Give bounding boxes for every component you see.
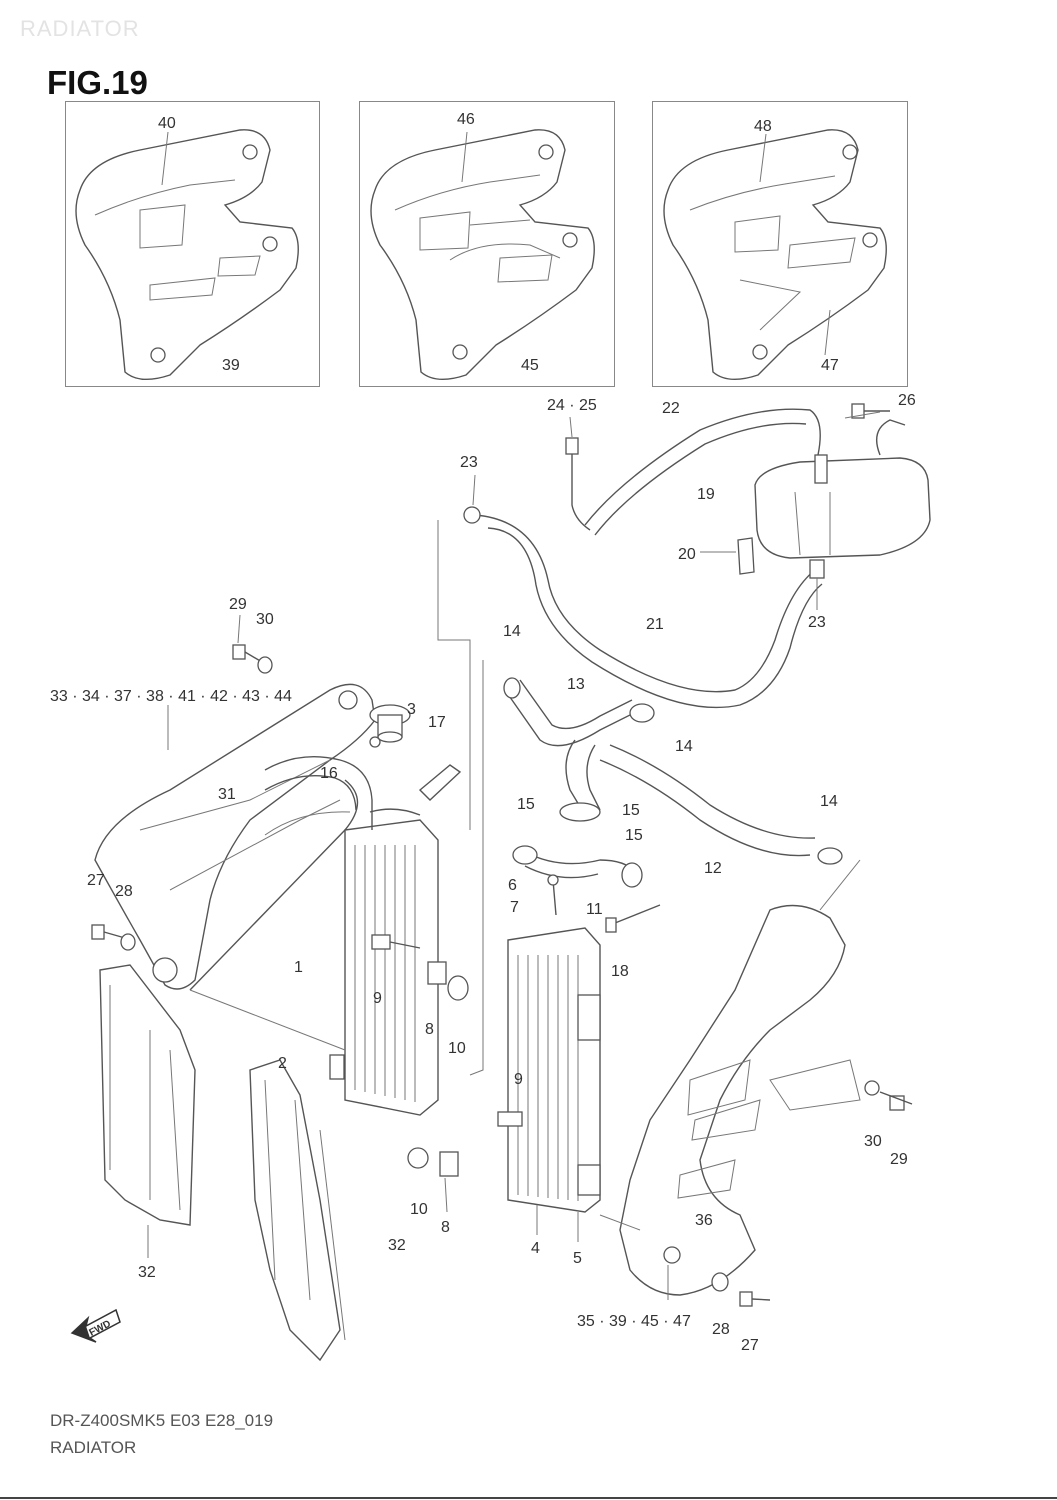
fwd-arrow-icon <box>70 1308 121 1343</box>
hose-15 <box>565 739 586 816</box>
callout-28-left: 28 <box>115 883 133 900</box>
callout-19: 19 <box>697 486 715 503</box>
inset-1-top-label: 40 <box>158 115 176 132</box>
hose-21 <box>474 514 816 693</box>
callout-11: 11 <box>586 901 603 918</box>
mount-bolts-left <box>371 934 469 1001</box>
callout-14-mid: 14 <box>675 738 693 755</box>
callout-1: 1 <box>294 959 303 976</box>
shroud-graphic-1 <box>75 129 299 380</box>
callout-6: 6 <box>508 877 517 894</box>
fitting-24-25 <box>571 440 591 531</box>
shroud-graphic-2 <box>370 129 595 380</box>
callout-15-left: 15 <box>517 796 535 813</box>
callout-7: 7 <box>510 899 519 916</box>
callout-18: 18 <box>611 963 629 980</box>
reservoir-tank <box>754 419 931 559</box>
callout-32-center: 32 <box>388 1237 406 1254</box>
footer-diagram-name: RADIATOR <box>50 1438 137 1457</box>
hose-13 <box>504 689 641 747</box>
callout-28-bottom: 28 <box>712 1321 730 1338</box>
radiator-right-4 <box>497 927 601 1213</box>
callout-36: 36 <box>695 1212 713 1229</box>
hose-22 <box>584 408 821 526</box>
callout-10-upper: 10 <box>448 1040 466 1057</box>
bolt-27-28-bottom <box>711 1272 771 1307</box>
hose-12 <box>599 759 811 857</box>
callout-9-upper: 9 <box>373 990 382 1007</box>
callout-31: 31 <box>218 786 236 803</box>
callout-8-lower: 8 <box>441 1219 450 1236</box>
bolt-26 <box>851 403 890 419</box>
fitting-17 <box>418 764 462 801</box>
callout-32-left: 32 <box>138 1264 156 1281</box>
radiator-cap-3 <box>369 704 411 743</box>
page-watermark: RADIATOR <box>20 16 140 41</box>
callout-27-left: 27 <box>87 872 105 889</box>
radiator-louvre-32 <box>249 1059 346 1362</box>
inset-1-bottom-label: 39 <box>222 357 240 374</box>
fwd-label: FWD <box>88 1318 113 1338</box>
frame-section <box>94 683 376 991</box>
callout-35-39-45-47: 35 · 39 · 45 · 47 <box>577 1313 691 1330</box>
callout-14-right: 14 <box>820 793 838 810</box>
callout-27-bottom: 27 <box>741 1337 759 1354</box>
callout-30-right: 30 <box>864 1133 882 1150</box>
bolt-29-30-right <box>864 1080 913 1111</box>
bolt-29-30-top <box>232 644 273 674</box>
callout-33-44: 33 · 34 · 37 · 38 · 41 · 42 · 43 · 44 <box>50 688 292 705</box>
radiator-guard-32 <box>99 964 196 1226</box>
inset-2-bottom-label: 45 <box>521 357 539 374</box>
callout-26: 26 <box>898 392 916 409</box>
callout-4: 4 <box>531 1240 540 1257</box>
callout-3: 3 <box>407 701 416 718</box>
inset-2-top-label: 46 <box>457 111 475 128</box>
bolt-27-28-left <box>91 924 136 951</box>
callout-9-lower: 9 <box>514 1071 523 1088</box>
callout-30-top: 30 <box>256 611 274 628</box>
callout-22: 22 <box>662 400 680 417</box>
callout-5: 5 <box>573 1250 582 1267</box>
clamp-23-upper <box>463 506 481 524</box>
callout-12: 12 <box>704 860 722 877</box>
callout-16: 16 <box>320 765 338 782</box>
callout-14-upper: 14 <box>503 623 521 640</box>
inset-3-top-label: 48 <box>754 118 772 135</box>
callout-2: 2 <box>278 1055 287 1072</box>
callout-24-25: 24 · 25 <box>547 397 597 414</box>
callout-29-right: 29 <box>890 1151 908 1168</box>
callout-23-lower: 23 <box>808 614 826 631</box>
clamp-23-lower <box>809 559 825 579</box>
callout-17: 17 <box>428 714 446 731</box>
callout-15-right: 15 <box>622 802 640 819</box>
figure-title: FIG.19 <box>47 64 148 101</box>
clip-20 <box>700 537 755 575</box>
callout-8-upper: 8 <box>425 1021 434 1038</box>
callout-20: 20 <box>678 546 696 563</box>
shroud-graphic-3 <box>663 129 887 380</box>
callout-13: 13 <box>567 676 585 693</box>
footer-diagram-code: DR-Z400SMK5 E03 E28_019 <box>50 1411 274 1430</box>
callout-10-lower: 10 <box>410 1201 428 1218</box>
radiator-left-1 <box>329 808 439 1116</box>
callout-29-top: 29 <box>229 596 247 613</box>
inset-3-bottom-label: 47 <box>821 357 839 374</box>
radiator-shroud-36 <box>619 904 861 1296</box>
callout-15-lower: 15 <box>625 827 643 844</box>
callout-21: 21 <box>646 616 664 633</box>
hose-16 <box>264 755 373 830</box>
callout-23-upper: 23 <box>460 454 478 471</box>
leader-lines <box>147 411 881 1300</box>
mount-bolts-lower <box>407 1147 459 1177</box>
page-bottom-border <box>0 1497 1057 1499</box>
